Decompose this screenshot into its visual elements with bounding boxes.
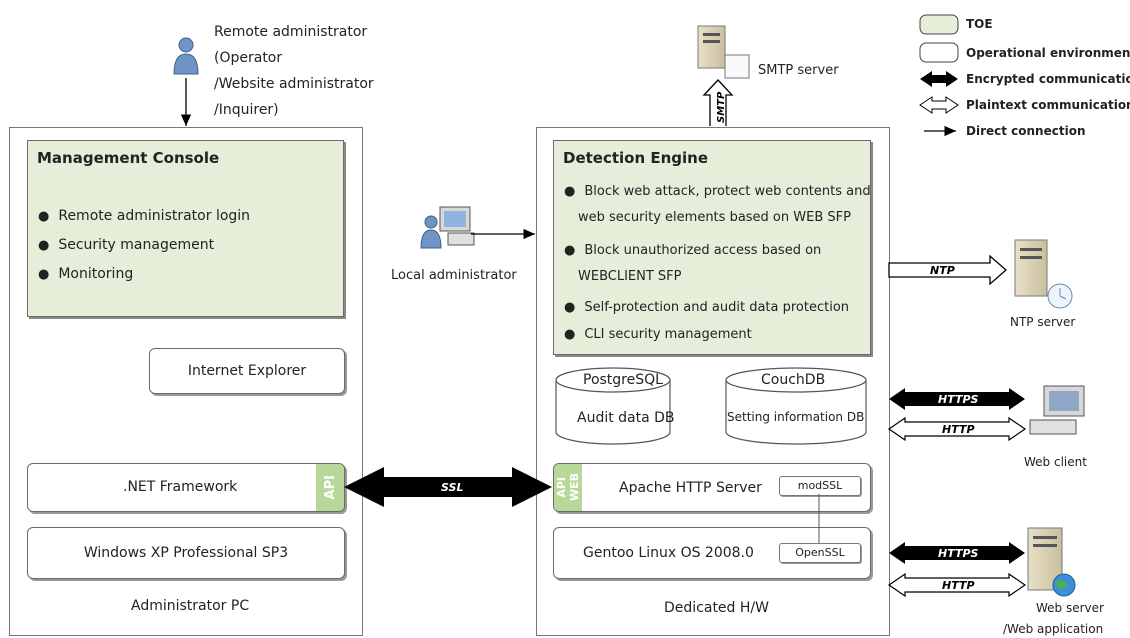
web-server-label-2: /Web application <box>1003 622 1104 636</box>
web-client-label: Web client <box>1024 455 1087 469</box>
remote-admin-line1: Remote administrator <box>214 24 368 40</box>
ntp-server-icon <box>1014 239 1073 309</box>
web-server-https-arrow: HTTPS <box>889 542 1025 564</box>
svg-text:HTTPS: HTTPS <box>938 393 979 406</box>
svg-text:SSL: SSL <box>441 481 463 494</box>
legend-plaintext-arrow <box>919 96 959 114</box>
modssl-box: modSSL <box>779 476 861 496</box>
smtp-server-label: SMTP server <box>758 63 839 78</box>
dedicated-hw-caption: Dedicated H/W <box>664 600 769 616</box>
ntp-plaintext-arrow: NTP <box>888 254 1007 286</box>
svg-text:NTP: NTP <box>930 264 955 277</box>
engine-item-2-line2: WEBCLIENT SFP <box>578 269 682 284</box>
web-server-label-1: Web server <box>1036 601 1104 615</box>
web-client-https-arrow: HTTPS <box>889 388 1025 410</box>
postgresql-label: PostgreSQL <box>583 372 663 388</box>
web-client-http-arrow: HTTP <box>887 416 1027 442</box>
internet-explorer-label: Internet Explorer <box>187 363 307 379</box>
svg-text:SMTP: SMTP <box>716 91 727 123</box>
detection-engine-title: Detection Engine <box>563 149 709 167</box>
dotnet-framework-label: .NET Framework <box>123 479 238 495</box>
windows-xp-box: Windows XP Professional SP3 <box>27 527 345 579</box>
engine-item-1-line1: Block web attack, protect web contents a… <box>564 184 870 199</box>
engine-item-3: Self-protection and audit data protectio… <box>564 300 849 315</box>
api-tag: API <box>316 464 344 511</box>
local-administrator-label: Local administrator <box>391 268 517 283</box>
legend-toe: TOE <box>966 17 993 31</box>
smtp-plaintext-arrow: SMTP <box>702 79 734 126</box>
legend-operational: Operational environment <box>966 46 1130 60</box>
engine-item-1-line2: web security elements based on WEB SFP <box>578 210 851 225</box>
database-cylinders <box>555 367 867 445</box>
remote-admin-line3: /Website administrator <box>214 76 374 92</box>
setting-db-label: Setting information DB <box>727 410 865 424</box>
remote-admin-line4: /Inquirer) <box>214 102 279 118</box>
remote-admin-line2: (Operator <box>214 50 283 66</box>
local-admin-computer-icon <box>420 206 475 249</box>
legend-direct: Direct connection <box>966 124 1086 138</box>
legend-encrypted-arrow <box>920 71 958 87</box>
svg-text:HTTP: HTTP <box>942 423 975 436</box>
web-api-tag: API WEB <box>554 464 582 511</box>
audit-db-label: Audit data DB <box>577 410 675 426</box>
legend-plaintext: Plaintext communication <box>966 98 1130 112</box>
web-client-computer-icon <box>1029 385 1085 435</box>
openssl-box: OpenSSL <box>779 543 861 563</box>
remote-admin-person-icon <box>173 37 199 75</box>
internet-explorer-box: Internet Explorer <box>149 348 345 394</box>
legend-operational-swatch <box>919 42 959 63</box>
apache-label: Apache HTTP Server <box>619 480 762 496</box>
couchdb-label: CouchDB <box>761 372 826 388</box>
engine-item-4: CLI security management <box>564 327 751 342</box>
ntp-server-label: NTP server <box>1010 315 1076 329</box>
gentoo-label: Gentoo Linux OS 2008.0 <box>583 545 754 561</box>
ssl-encrypted-arrow: SSL <box>344 467 552 507</box>
windows-xp-label: Windows XP Professional SP3 <box>83 545 289 561</box>
web-server-http-arrow: HTTP <box>887 572 1027 598</box>
dotnet-framework-box: .NET Framework API <box>27 463 345 512</box>
console-item-remote-login: Remote administrator login <box>38 208 250 224</box>
legend-toe-swatch <box>919 14 959 35</box>
console-item-monitoring: Monitoring <box>38 266 133 282</box>
web-server-icon <box>1027 527 1076 597</box>
console-item-security-management: Security management <box>38 237 214 253</box>
administrator-pc-caption: Administrator PC <box>131 598 250 614</box>
svg-text:HTTPS: HTTPS <box>938 547 979 560</box>
smtp-server-icon <box>697 25 750 79</box>
couchdb-db-shape <box>725 367 867 445</box>
management-console-box <box>27 140 344 317</box>
legend-encrypted: Encrypted communication <box>966 72 1130 86</box>
postgresql-db-shape <box>555 367 671 445</box>
engine-item-2-line1: Block unauthorized access based on <box>564 243 821 258</box>
management-console-title: Management Console <box>37 149 220 167</box>
svg-text:HTTP: HTTP <box>942 579 975 592</box>
